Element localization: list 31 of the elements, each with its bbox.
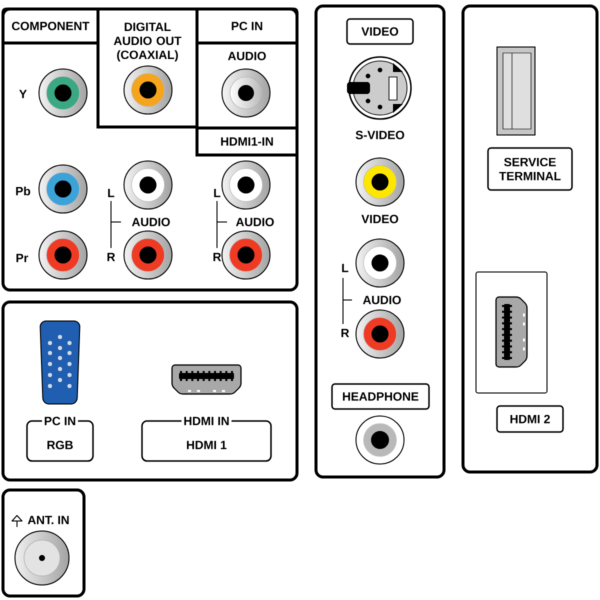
port-label: R [213,252,222,262]
port-label: AUDIO [132,218,170,226]
port-label: L [342,264,348,272]
label-box: HDMI IN HDMI 1 [141,414,272,462]
label-box: SERVICE TERMINAL [487,147,573,191]
port-label: AUDIO [362,296,401,304]
port-label: L [214,188,220,198]
label-box: HEADPHONE [331,383,430,410]
port-label: Pb [16,186,30,196]
port-label: S-VIDEO [356,130,404,140]
connector-panel [2,8,298,292]
port-label: Pr [16,254,28,262]
connector-panel: ANT. IN [2,488,86,598]
connector-panel [2,300,298,482]
header-cell: PC IN [196,8,298,44]
connector-panel [462,4,598,474]
header-cell: HDMI1-IN [196,126,298,156]
port-label: Y [19,90,27,98]
port-label: VIDEO [361,214,398,224]
port-frame [476,272,548,394]
port-cell: DIGITAL AUDIO OUT (COAXIAL) [96,8,198,128]
port-label: L [108,188,114,198]
header-cell: COMPONENT [2,8,100,44]
port-label: R [341,328,350,338]
port-cell: AUDIO [196,42,298,130]
label-box: VIDEO [346,18,414,45]
label-box: PC IN RGB [26,414,94,462]
port-label: R [107,252,116,262]
label-box: HDMI 2 [496,405,564,433]
port-label: AUDIO [236,218,274,226]
connector-panel [314,4,446,478]
